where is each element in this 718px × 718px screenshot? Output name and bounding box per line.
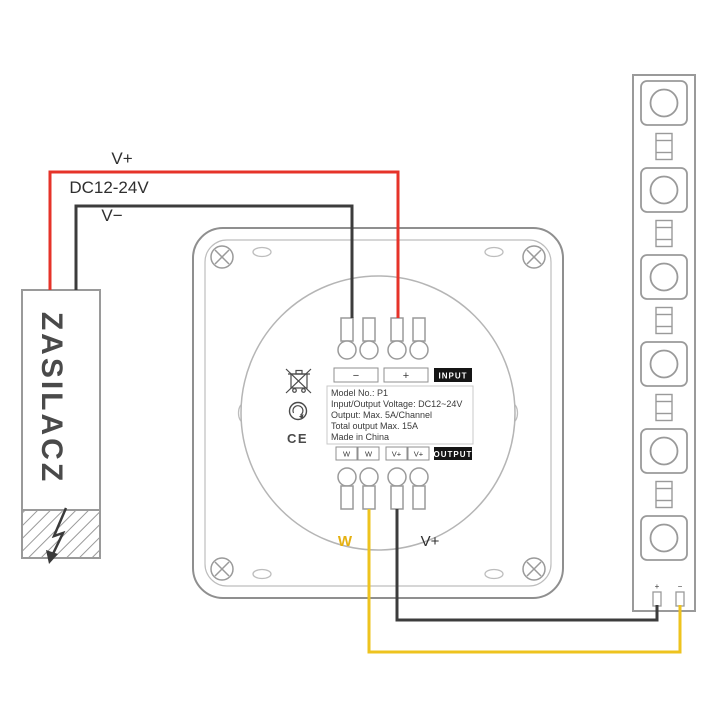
ce-mark: CE [287,431,308,446]
panel-controller: − + INPUT Model No.: P1 Input/Output Vol… [192,227,564,599]
vplus-output-label: V+ [421,533,440,550]
terminal-tab [412,317,426,342]
power-supply: ZASILACZ [21,289,101,564]
wire-labels: V+ DC12-24V V− W V+ [69,149,439,550]
wire-vplus-input [48,170,400,318]
output-badge-label: OUTPUT [434,450,473,459]
solder-pad [675,591,685,607]
terminal-tab [390,317,404,342]
input-plus-label: + [403,370,409,382]
input-minus-label: − [353,370,359,382]
slot [484,568,504,580]
power-supply-label: ZASILACZ [35,312,68,484]
slot [484,246,504,258]
corner-screws [210,245,546,581]
spec-box [326,385,474,445]
output-terminal-block [337,467,429,510]
terminal-screw [409,340,429,360]
output-box [407,446,430,461]
led-module [640,341,688,387]
input-badge [434,368,472,382]
dc-range-label: DC12-24V [69,178,149,197]
output-terminal-label: V+ [392,450,402,459]
led-module [640,167,688,213]
resistor [655,219,673,248]
terminal-screw [409,467,429,487]
wire-vplus-output [395,509,659,622]
terminal-screw [359,467,379,487]
input-terminal-block [337,317,429,360]
plus-box [383,367,429,383]
terminal-tab [412,485,426,510]
slot [252,246,272,258]
weee-bin-icon [285,368,312,394]
slot [252,568,272,580]
solder-pad [652,591,662,607]
terminal-tab [390,485,404,510]
circular-mark-icon [288,401,308,421]
resistor [655,132,673,161]
strip-plus-mark: + [655,582,660,591]
w-output-label: W [338,533,353,550]
screw-icon [522,245,546,269]
terminal-screw [337,340,357,360]
led-strip: + − [632,74,696,612]
strip-minus-mark: − [678,582,683,591]
input-badge-label: INPUT [439,372,468,381]
minus-box [333,367,379,383]
output-terminal-label: W [343,450,351,459]
screw-icon [210,557,234,581]
terminal-screw [337,467,357,487]
terminal-tab [362,485,376,510]
output-terminal-label: V+ [414,450,424,459]
wire-w-output [367,509,682,654]
output-terminal-label: W [365,450,373,459]
spec-line-model: Model No.: P1 [331,388,388,398]
resistor [655,393,673,422]
terminal-tab [340,485,354,510]
vplus-input-label: V+ [111,149,132,168]
vminus-input-label: V− [101,206,122,225]
output-box [335,446,358,461]
led-module [640,515,688,561]
terminal-screw [387,467,407,487]
terminal-tab [340,317,354,342]
lightning-icon [46,507,68,564]
spec-line-total: Total output Max. 15A [331,421,418,431]
screw-icon [210,245,234,269]
led-module [640,80,688,126]
led-module [640,428,688,474]
output-box [357,446,380,461]
spec-line-origin: Made in China [331,432,389,442]
output-terminal-row: W W V+ V+ OUTPUT [335,446,473,461]
screw-icon [522,557,546,581]
wire-vminus-input [74,204,354,318]
led-module [640,254,688,300]
resistor [655,306,673,335]
spec-line-voltage: Input/Output Voltage: DC12~24V [331,399,462,409]
wires [48,170,682,654]
panel-inner-frame [204,239,552,587]
certification-icons: CE [285,368,312,446]
spec-line-output: Output: Max. 5A/Channel [331,410,432,420]
output-badge [434,447,472,460]
terminal-screw [359,340,379,360]
resistor [655,480,673,509]
terminal-tab [362,317,376,342]
output-box [385,446,408,461]
input-polarity-row: − + INPUT [333,367,472,383]
spec-label: Model No.: P1 Input/Output Voltage: DC12… [326,385,474,445]
terminal-screw [387,340,407,360]
power-supply-body [21,289,101,511]
